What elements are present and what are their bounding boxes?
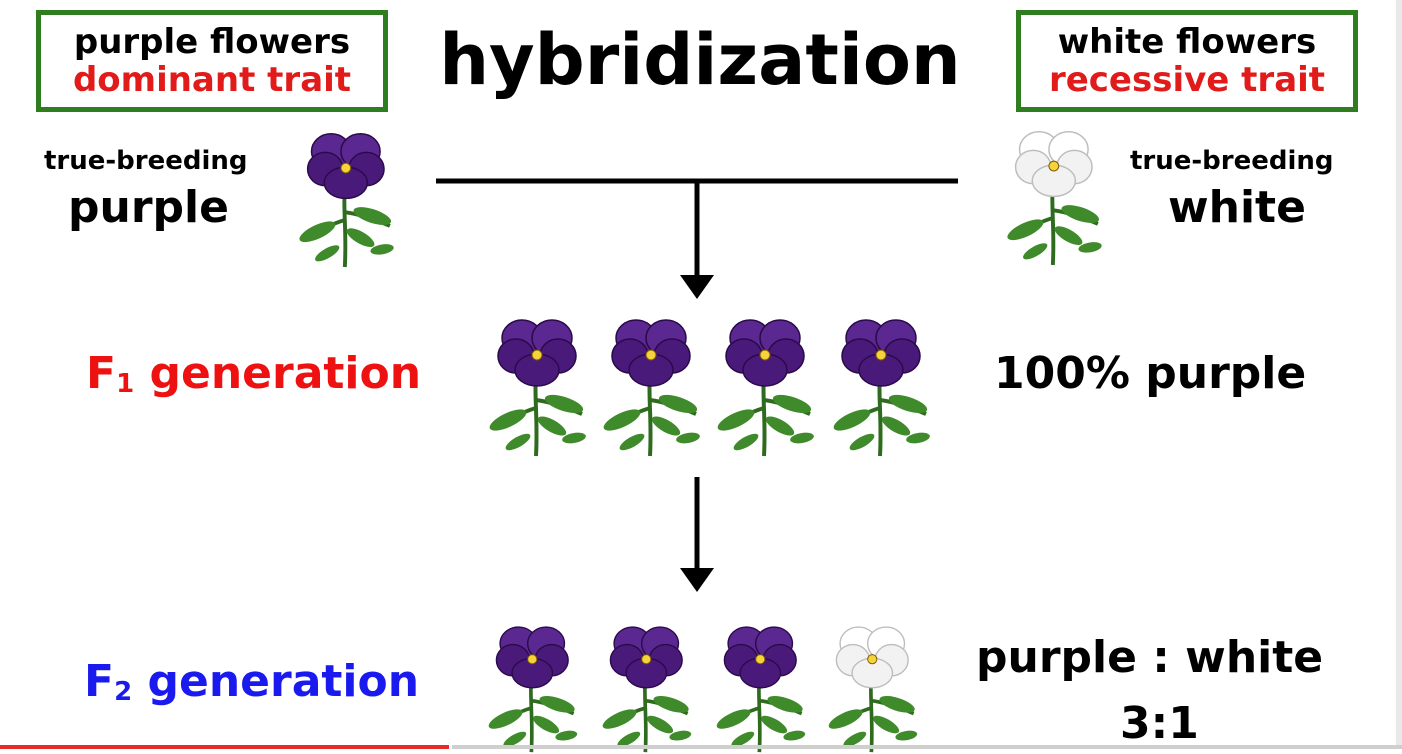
- parent-white-flower: [1007, 131, 1102, 266]
- parent-purple-flower-wrap: [288, 122, 406, 269]
- flower-center: [340, 162, 352, 174]
- f1-subscript: 1: [116, 369, 135, 399]
- f1-flower-4-wrap: [822, 308, 942, 458]
- f2-flower-1-wrap: [478, 616, 588, 754]
- flower-petals: [835, 626, 909, 689]
- flower-center: [531, 349, 543, 361]
- f1-flower-1-wrap: [478, 308, 598, 458]
- f2-result: purple : white: [976, 632, 1324, 683]
- flower-petals: [1014, 131, 1093, 198]
- f1-letter: F: [86, 348, 117, 399]
- f1-flower-2-wrap: [592, 308, 712, 458]
- flower-leaves: [1007, 205, 1102, 260]
- f2-word: generation: [147, 656, 420, 707]
- flower-center: [755, 654, 766, 665]
- recessive-box-line1: white flowers: [1057, 22, 1317, 62]
- page-title: hybridization: [439, 19, 961, 101]
- flower-petals: [495, 626, 569, 689]
- f2-flower-1: [488, 626, 578, 753]
- f1-flower-3-wrap: [706, 308, 826, 458]
- f1-result: 100% purple: [994, 348, 1307, 399]
- flower-center: [867, 654, 878, 665]
- flower-petals: [725, 319, 805, 387]
- flower-center: [527, 654, 538, 665]
- flower-leaves: [833, 394, 930, 451]
- flower-center: [645, 349, 657, 361]
- f2-flower-3: [716, 626, 806, 753]
- f2-ratio: 3:1: [1120, 698, 1199, 749]
- parent-left-small-label: true-breeding: [44, 146, 248, 176]
- recessive-box-line2: recessive trait: [1048, 60, 1326, 100]
- flower-leaves: [489, 394, 586, 451]
- flower-leaves: [299, 207, 394, 262]
- f2-flower-2: [602, 626, 692, 753]
- progress-fill: [0, 745, 449, 749]
- flower-center: [759, 349, 771, 361]
- window-edge: [1396, 0, 1402, 749]
- arrow1-head: [680, 275, 714, 299]
- flower-leaves: [488, 695, 578, 747]
- flower-petals: [497, 319, 577, 387]
- f1-generation-label: F1 generation: [86, 348, 421, 399]
- f2-subscript: 2: [114, 677, 133, 707]
- progress-track: [452, 745, 1402, 749]
- flower-leaves: [603, 394, 700, 451]
- f1-flower-3: [717, 319, 814, 457]
- flower-center: [1048, 160, 1060, 172]
- flower-leaves: [602, 695, 692, 747]
- flower-center: [641, 654, 652, 665]
- flower-petals: [611, 319, 691, 387]
- f1-flower-1: [489, 319, 586, 457]
- f2-flower-4: [828, 626, 918, 753]
- parent-white-flower-wrap: [996, 120, 1114, 267]
- flower-leaves: [717, 394, 814, 451]
- flower-petals: [609, 626, 683, 689]
- parent-right-big-label: white: [1168, 182, 1306, 233]
- recessive-trait-box: white flowers recessive trait: [1016, 10, 1358, 112]
- flower-center: [875, 349, 887, 361]
- f2-flower-2-wrap: [592, 616, 702, 754]
- f2-letter: F: [84, 656, 115, 707]
- f2-flower-3-wrap: [706, 616, 816, 754]
- arrow2-head: [680, 568, 714, 592]
- f1-flower-2: [603, 319, 700, 457]
- f2-flower-4-wrap: [818, 616, 928, 754]
- dominant-trait-box: purple flowers dominant trait: [36, 10, 388, 112]
- dominant-box-line2: dominant trait: [72, 60, 352, 100]
- f1-flower-4: [833, 319, 930, 457]
- dominant-box-line1: purple flowers: [73, 22, 351, 62]
- f2-generation-label: F2 generation: [84, 656, 419, 707]
- flower-petals: [723, 626, 797, 689]
- flower-leaves: [716, 695, 806, 747]
- parent-purple-flower: [299, 133, 394, 268]
- parent-right-small-label: true-breeding: [1130, 146, 1334, 176]
- f1-word: generation: [149, 348, 422, 399]
- flower-petals: [841, 319, 921, 387]
- parent-left-big-label: purple: [68, 182, 229, 233]
- flower-leaves: [828, 695, 918, 747]
